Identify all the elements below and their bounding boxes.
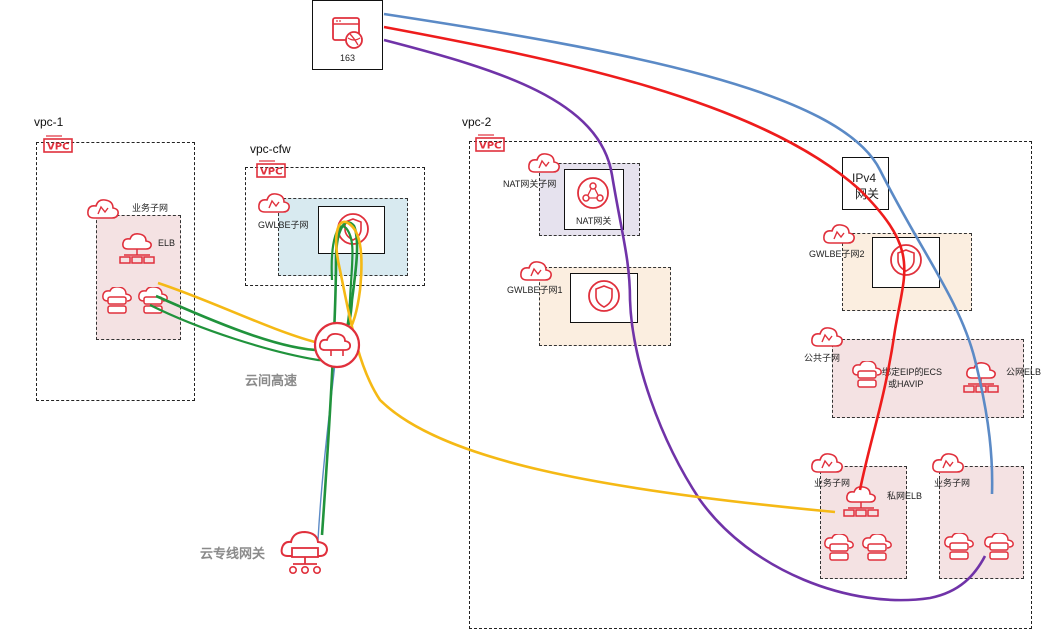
vpc-2-container [469, 141, 1032, 629]
ecs-server-icon [102, 287, 132, 314]
ecs-server-icon [862, 534, 892, 561]
public-subnet-label: 公共子网 [804, 353, 841, 363]
red-traffic-path [383, 25, 906, 491]
cfw-subnet-label: GWLBE子网 [258, 220, 309, 230]
blue-traffic-path [383, 12, 994, 495]
vpc-2-label: vpc-2 [462, 115, 492, 129]
internet-label: 163 [340, 53, 356, 63]
nat-subnet-label: NAT网关子网 [503, 179, 557, 189]
vpc-1-container [36, 142, 195, 401]
vpc-2-badge-icon: VPC [475, 134, 505, 152]
ecs-server-icon [824, 534, 854, 561]
vpc1-subnet-label: 业务子网 [132, 203, 169, 213]
direct-connect-gateway-icon [280, 530, 329, 574]
gwlbe1-subnet-label: GWLBE子网1 [507, 285, 563, 295]
vpc-cfw-label: vpc-cfw [250, 142, 291, 156]
cloud-connect-label: 云间高速 [245, 373, 298, 388]
elb-icon [119, 233, 155, 264]
purple-traffic-path [383, 38, 987, 602]
private-elb-label: 私网ELB [887, 491, 923, 501]
subnet-cloud-icon [87, 199, 119, 219]
vpc1-elb-label: ELB [158, 238, 176, 248]
subnet-cloud-icon [823, 224, 855, 244]
vpc-1-badge-icon: VPC [43, 135, 73, 153]
svg-text:VPC: VPC [260, 167, 282, 178]
business-subnet-a-label: 业务子网 [814, 478, 851, 488]
nat-gateway-label: NAT网关 [576, 216, 612, 226]
firewall-shield-icon [588, 280, 620, 312]
subnet-cloud-icon [811, 327, 843, 347]
browser-globe-icon [332, 17, 363, 49]
svg-text:VPC: VPC [479, 141, 501, 152]
ipv4-gateway-line1: IPv4 [852, 171, 877, 185]
private-elb-icon [843, 486, 879, 517]
direct-connect-gateway-label: 云专线网关 [200, 546, 266, 561]
subnet-cloud-icon [258, 193, 290, 213]
public-elb-label: 公网ELB [1006, 367, 1042, 377]
cloud-connect-icon [313, 321, 361, 369]
firewall-shield-icon [890, 244, 922, 276]
vpc-cfw-badge-icon: VPC [256, 160, 286, 178]
ecs-server-icon [984, 533, 1014, 560]
subnet-cloud-icon [811, 453, 843, 473]
gwlbe2-subnet-label: GWLBE子网2 [809, 249, 865, 259]
nat-gateway-icon [577, 177, 609, 209]
svg-text:VPC: VPC [47, 142, 69, 153]
thin-blue-path [317, 344, 338, 541]
ipv4-gateway-box [842, 157, 889, 210]
subnet-cloud-icon [528, 153, 560, 173]
ecs-server-icon [944, 533, 974, 560]
public-elb-icon [963, 362, 999, 393]
eip-ecs-line1: 绑定EIP的ECS [882, 367, 943, 377]
subnet-cloud-icon [520, 261, 552, 281]
ecs-server-icon [852, 361, 882, 388]
yellow-traffic-path [157, 220, 836, 514]
business-subnet-b-label: 业务子网 [934, 478, 971, 488]
subnet-cloud-icon [932, 453, 964, 473]
eip-ecs-line2: 或HAVIP [888, 379, 924, 389]
vpc-1-label: vpc-1 [34, 115, 64, 129]
green-traffic-path [149, 225, 354, 362]
